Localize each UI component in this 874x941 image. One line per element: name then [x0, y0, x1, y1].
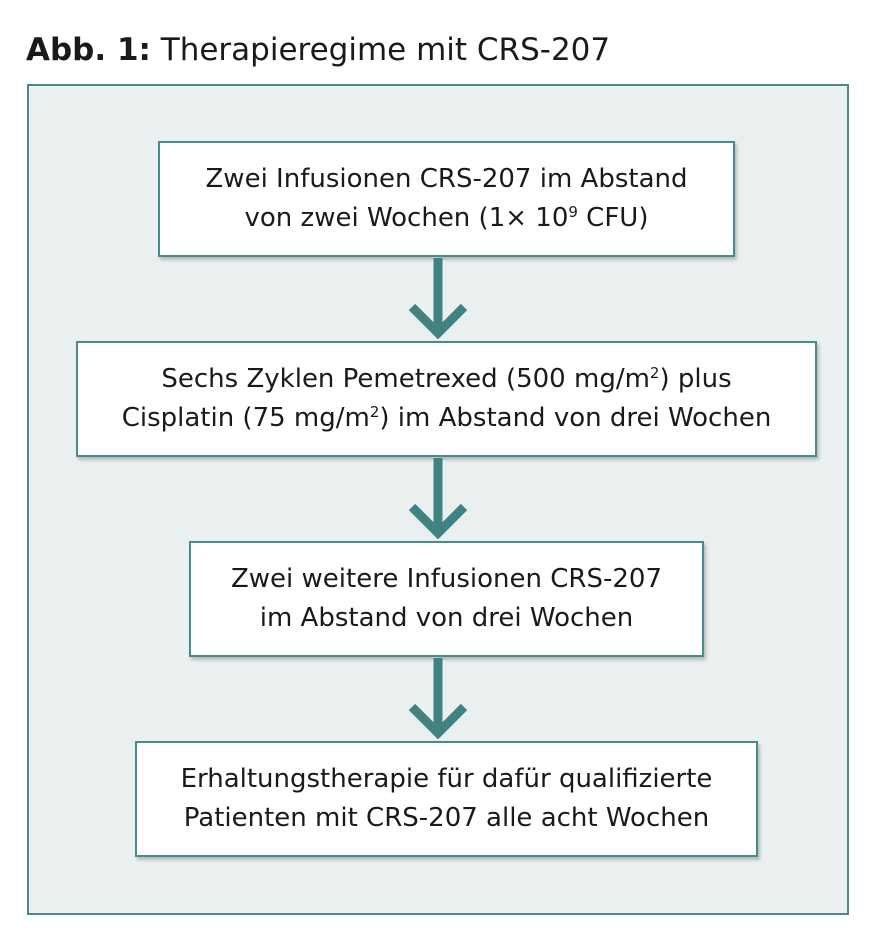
step-1-line-2-text: von zwei Wochen (1× 10	[244, 203, 569, 233]
figure-title: Abb. 1: Therapieregime mit CRS-207	[26, 30, 610, 70]
step-4-box: Erhaltungstherapie für dafür qualifizier…	[135, 741, 758, 857]
step-2-line-2: Cisplatin (75 mg/m2) im Abstand von drei…	[122, 399, 772, 438]
step-3-line-2: im Abstand von drei Wochen	[259, 603, 634, 633]
step-3-box: Zwei weitere Infusionen CRS-207 im Absta…	[189, 541, 704, 657]
step-4-line-1: Erhaltungstherapie für dafür qualifizier…	[180, 764, 713, 794]
step-1-box: Zwei Infusionen CRS-207 im Abstand von z…	[158, 141, 735, 257]
figure-title-text: Therapieregime mit CRS-207	[160, 32, 611, 68]
step-1-line-1: Zwei Infusionen CRS-207 im Abstand	[205, 164, 688, 194]
step-2-exponent-2: 2	[369, 403, 380, 421]
step-2-line-1-end: ) plus	[659, 364, 732, 394]
step-3-line-1: Zwei weitere Infusionen CRS-207	[230, 564, 663, 594]
arrow-head	[408, 503, 468, 540]
down-arrow-icon	[408, 658, 468, 740]
figure-label: Abb. 1:	[26, 32, 151, 68]
step-1-line-2-unit: CFU)	[577, 203, 649, 233]
step-2-line-1: Sechs Zyklen Pemetrexed (500 mg/m2) plus	[161, 360, 731, 399]
arrow-head	[408, 703, 468, 740]
step-1-line-2: von zwei Wochen (1× 109 CFU)	[245, 199, 649, 238]
step-4-line-2: Patienten mit CRS-207 alle acht Wochen	[183, 803, 710, 833]
down-arrow-icon	[408, 458, 468, 540]
down-arrow-icon	[408, 258, 468, 340]
step-2-box: Sechs Zyklen Pemetrexed (500 mg/m2) plus…	[76, 341, 817, 457]
step-2-line-1-text: Sechs Zyklen Pemetrexed (500 mg/m	[161, 364, 650, 394]
step-1-exponent: 9	[568, 203, 578, 221]
step-2-line-2-text: Cisplatin (75 mg/m	[121, 403, 370, 433]
step-2-line-2-end: ) im Abstand von drei Wochen	[379, 403, 772, 433]
arrow-head	[408, 303, 468, 340]
step-2-exponent-1: 2	[649, 364, 660, 382]
